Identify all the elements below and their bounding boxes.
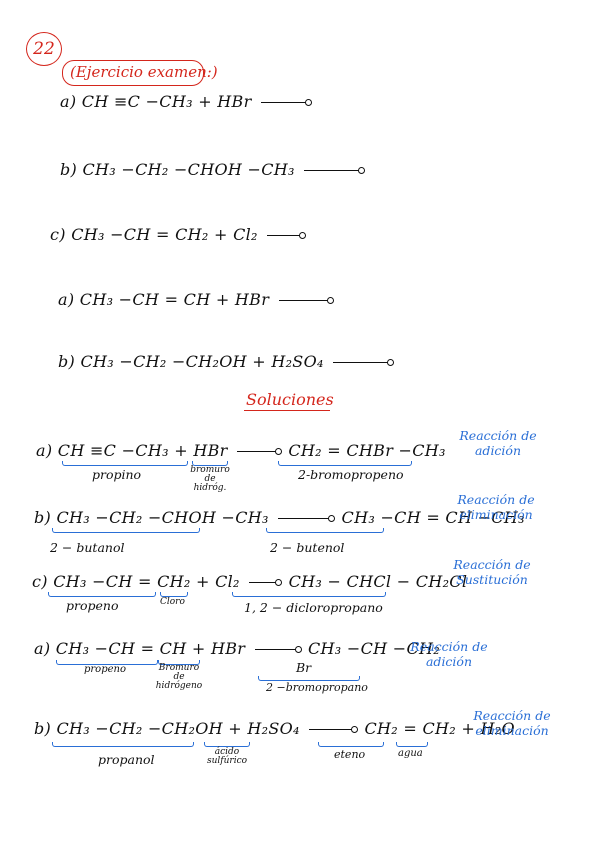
brace bbox=[396, 742, 428, 747]
reaction-type: Reacción de eliminación bbox=[457, 492, 535, 522]
reactant-name: propeno bbox=[66, 598, 119, 613]
brace bbox=[204, 742, 250, 747]
solution-1-equation: a) CH ≡C −CH₃ + HBr CH₂ = CHBr −CH₃ bbox=[36, 441, 446, 460]
product: CH₂ = CHBr −CH₃ bbox=[288, 441, 446, 460]
product-name: agua bbox=[398, 748, 423, 759]
product-name: eteno bbox=[334, 748, 366, 761]
plus-sign: + bbox=[461, 719, 476, 738]
product-name: 2 − butenol bbox=[270, 540, 345, 555]
plus-sign: + bbox=[174, 441, 188, 460]
solution-letter: b) bbox=[34, 508, 52, 527]
reactant-name: Bromuro de hidrógeno bbox=[155, 663, 203, 691]
reaction-arrow bbox=[304, 167, 366, 174]
reaction-arrow bbox=[260, 99, 312, 106]
solution-2-equation: b) CH₃ −CH₂ −CHOH −CH₃ CH₃ −CH = CH −CH₃ bbox=[34, 508, 525, 527]
brace bbox=[160, 592, 188, 597]
product-name: 2-bromopropeno bbox=[298, 467, 404, 482]
product-name: 1, 2 − dicloropropano bbox=[244, 600, 383, 615]
exercise-reaction: CH₃ −CH = CH + HBr bbox=[79, 290, 270, 309]
solutions-underline bbox=[244, 410, 330, 411]
exercise-reaction: CH ≡C −CH₃ + HBr bbox=[81, 92, 252, 111]
solution-letter: a) bbox=[36, 441, 53, 460]
product-name: 2 −bromopropano bbox=[266, 681, 368, 694]
title-oval bbox=[62, 60, 204, 86]
reaction-arrow bbox=[236, 448, 282, 455]
exercise-letter: b) bbox=[60, 160, 78, 179]
exercise-title: (Ejercicio examen:) bbox=[70, 63, 218, 81]
reaction-arrow bbox=[333, 359, 395, 366]
product: H₂O bbox=[480, 719, 515, 738]
reactant-name: ácido sulfúrico bbox=[206, 747, 248, 766]
reactant: Cl₂ bbox=[215, 572, 240, 591]
exercise-letter: b) bbox=[58, 352, 76, 371]
product: CH₃ −CH −CH₂ bbox=[308, 639, 440, 658]
reactant-name: propanol bbox=[98, 752, 155, 767]
exercise-number: 22 bbox=[33, 39, 55, 59]
plus-sign: + bbox=[228, 719, 242, 738]
solution-letter: b) bbox=[34, 719, 52, 738]
exercise-letter: a) bbox=[58, 290, 75, 309]
brace bbox=[318, 742, 384, 747]
reactant: CH₃ −CH = CH₂ bbox=[53, 572, 191, 591]
product-substituent: Br bbox=[296, 660, 312, 675]
exercise-letter: a) bbox=[60, 92, 77, 111]
brace bbox=[232, 592, 386, 597]
brace bbox=[278, 461, 412, 466]
brace bbox=[266, 528, 384, 533]
brace bbox=[158, 660, 200, 665]
brace bbox=[258, 676, 360, 681]
reactant-name: 2 − butanol bbox=[50, 540, 125, 555]
solution-letter: c) bbox=[32, 572, 48, 591]
reactant-name: Cloro bbox=[160, 597, 185, 607]
reactant: CH₃ −CH₂ −CH₂OH bbox=[56, 719, 223, 738]
brace bbox=[56, 660, 158, 665]
reaction-arrow bbox=[309, 726, 359, 733]
reactant: H₂SO₄ bbox=[247, 719, 300, 738]
solutions-title: Soluciones bbox=[246, 390, 334, 409]
solution-3-equation: c) CH₃ −CH = CH₂ + Cl₂ CH₃ − CHCl − CH₂C… bbox=[32, 572, 467, 591]
reactant: CH₃ −CH₂ −CHOH −CH₃ bbox=[56, 508, 269, 527]
solution-4-equation: a) CH₃ −CH = CH + HBr CH₃ −CH −CH₂ bbox=[34, 639, 440, 658]
plus-sign: + bbox=[191, 639, 206, 658]
brace bbox=[52, 528, 200, 533]
brace bbox=[192, 461, 228, 466]
reaction-arrow bbox=[267, 232, 307, 239]
exercise-3: c) CH₃ −CH = CH₂ + Cl₂ bbox=[50, 225, 307, 244]
reaction-type: Reacción de Sustitución bbox=[453, 557, 531, 587]
reaction-arrow bbox=[249, 579, 283, 586]
exercise-letter: c) bbox=[50, 225, 66, 244]
reactant-name: propino bbox=[92, 467, 142, 482]
brace bbox=[62, 461, 188, 466]
reactant: HBr bbox=[210, 639, 246, 658]
brace bbox=[48, 592, 156, 597]
reaction-type: Reacción de adición bbox=[459, 428, 537, 458]
product: CH₃ − CHCl − CH₂Cl bbox=[288, 572, 468, 591]
exercise-number-circle: 22 bbox=[26, 32, 62, 66]
exercise-reaction: CH₃ −CH = CH₂ + Cl₂ bbox=[71, 225, 258, 244]
exercise-2: b) CH₃ −CH₂ −CHOH −CH₃ bbox=[60, 160, 366, 179]
exercise-1: a) CH ≡C −CH₃ + HBr bbox=[60, 92, 313, 111]
exercise-5: b) CH₃ −CH₂ −CH₂OH + H₂SO₄ bbox=[58, 352, 395, 371]
exercise-reaction: CH₃ −CH₂ −CH₂OH + H₂SO₄ bbox=[80, 352, 324, 371]
reactant: HBr bbox=[193, 441, 228, 460]
product: CH₂ = CH₂ bbox=[364, 719, 457, 738]
plus-sign: + bbox=[195, 572, 210, 591]
exercise-4: a) CH₃ −CH = CH + HBr bbox=[58, 290, 335, 309]
reaction-arrow bbox=[254, 646, 302, 653]
solution-letter: a) bbox=[34, 639, 51, 658]
reactant: CH₃ −CH = CH bbox=[55, 639, 187, 658]
reaction-arrow bbox=[278, 515, 336, 522]
reaction-type: Reacción de adición bbox=[410, 639, 488, 669]
reaction-arrow bbox=[278, 297, 334, 304]
reactant-name: propeno bbox=[84, 664, 126, 675]
product: CH₃ −CH = CH −CH₃ bbox=[341, 508, 525, 527]
reactant-name: bromuro de hidróg. bbox=[190, 465, 230, 493]
exercise-reaction: CH₃ −CH₂ −CHOH −CH₃ bbox=[82, 160, 295, 179]
reaction-type: Reacción de eliminación bbox=[473, 708, 551, 738]
reactant: CH ≡C −CH₃ bbox=[57, 441, 169, 460]
solution-5-equation: b) CH₃ −CH₂ −CH₂OH + H₂SO₄ CH₂ = CH₂ + H… bbox=[34, 719, 515, 738]
brace bbox=[52, 742, 194, 747]
